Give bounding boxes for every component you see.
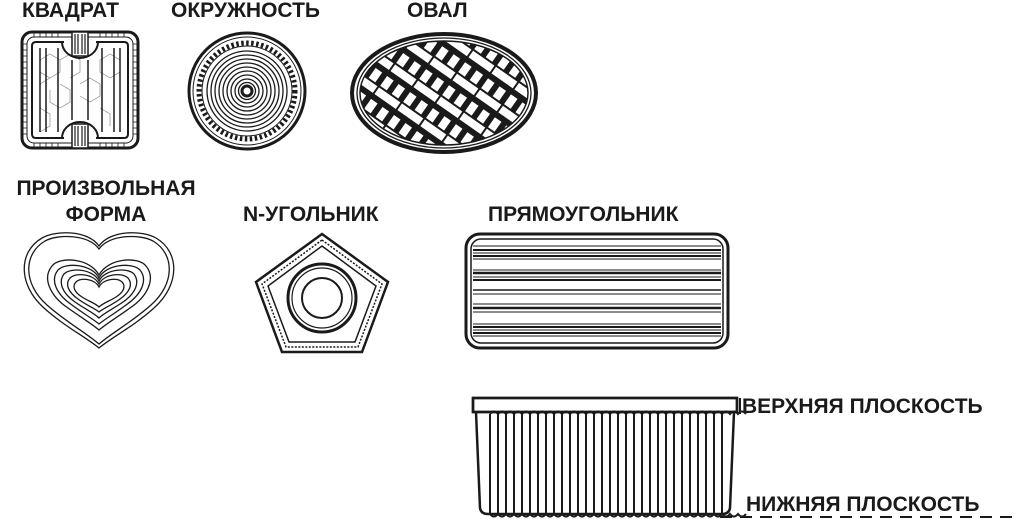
bottom-plane-dashed-line — [720, 516, 1020, 518]
label-square: КВАДРАТ — [22, 0, 119, 22]
pentagon-shape-icon — [254, 232, 390, 354]
top-plane-line — [739, 398, 741, 414]
label-freeform-line2: ФОРМА — [65, 203, 147, 226]
label-oval: ОВАЛ — [407, 0, 468, 22]
circle-shape-icon — [187, 31, 307, 151]
label-circle: ОКРУЖНОСТЬ — [171, 0, 320, 22]
oval-shape-icon — [350, 32, 538, 154]
side-view-container-icon — [471, 396, 747, 518]
square-shape-icon — [20, 30, 140, 150]
rectangle-shape-icon — [464, 232, 730, 350]
label-rectangle: ПРЯМОУГОЛЬНИК — [488, 203, 679, 226]
label-top-plane: ВЕРХНЯЯ ПЛОСКОСТЬ — [742, 395, 983, 418]
heart-shape-icon — [23, 232, 175, 349]
label-polygon: N-УГОЛЬНИК — [243, 203, 379, 226]
label-bottom-plane: НИЖНЯЯ ПЛОСКОСТЬ — [746, 493, 980, 516]
label-freeform-line1: ПРОИЗВОЛЬНАЯ — [16, 177, 196, 200]
